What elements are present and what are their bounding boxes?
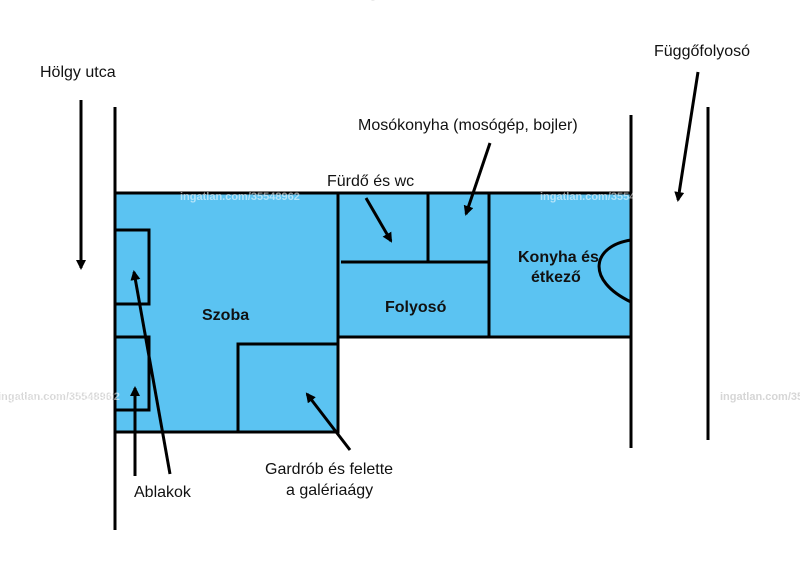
window-upper xyxy=(115,228,151,306)
gardrob-arrow xyxy=(305,392,352,451)
watermark-top: ingatlan.com/35548962 xyxy=(360,0,480,1)
label-konyha-line1: Konyha és xyxy=(518,249,599,266)
furdo-arrow xyxy=(364,197,393,243)
mosokonyha-arrow xyxy=(463,142,492,216)
label-gardrob-line2: a galériaágy xyxy=(286,482,373,499)
gardrob-walls xyxy=(236,342,338,432)
door-arc xyxy=(597,238,632,304)
label-mosokonyha: Mosókonyha (mosógép, bojler) xyxy=(358,117,578,134)
window-lower xyxy=(115,335,151,412)
watermark-left: ingatlan.com/35548962 xyxy=(0,391,118,403)
label-ablakok: Ablakok xyxy=(134,484,192,501)
apartment-outline xyxy=(115,191,631,434)
watermark-window: ingatlan.com/35548962 xyxy=(0,391,120,403)
label-szoba: Szoba xyxy=(202,307,249,324)
fuggofolyoso-arrow xyxy=(674,71,700,202)
watermark-konyha: ingatlan.com/35548962 xyxy=(540,191,660,203)
label-konyha-line2: étkező xyxy=(531,269,581,286)
watermark-center: ingatlan.com/35548962 xyxy=(360,391,480,403)
label-folyoso: Folyosó xyxy=(385,299,447,316)
label-furdo: Fürdő és wc xyxy=(327,173,414,190)
watermark-szoba: ingatlan.com/35548962 xyxy=(180,191,300,203)
label-gardrob-line1: Gardrób és felette xyxy=(265,461,393,478)
label-holgy-utca: Hölgy utca xyxy=(40,64,116,81)
ablakok-arrow-upper xyxy=(130,270,172,475)
apartment-area xyxy=(115,193,631,432)
label-fuggofolyoso: Függőfolyosó xyxy=(654,43,750,60)
watermark-right: ingatlan.com/35548962 xyxy=(720,391,800,403)
